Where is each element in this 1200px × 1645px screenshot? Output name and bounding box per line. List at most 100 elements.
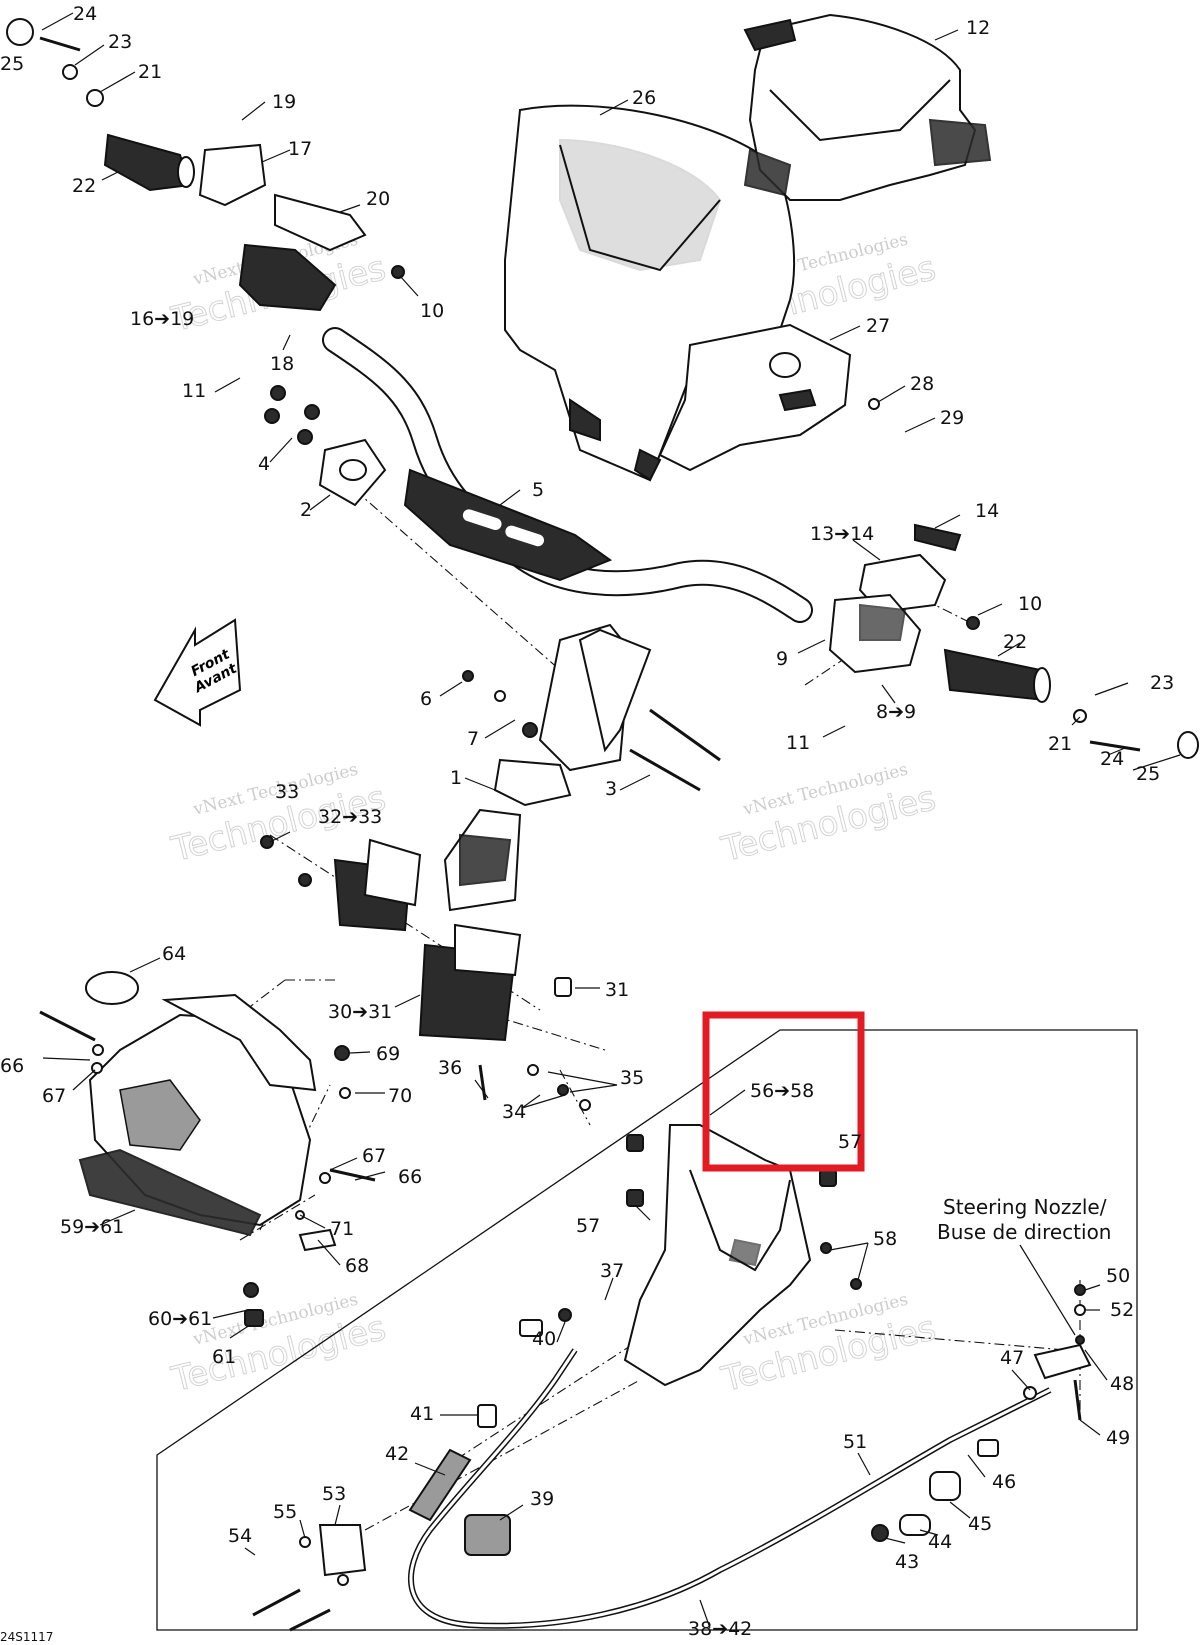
part-callout: 39 [530, 1488, 554, 1510]
part-callout: 5 [532, 479, 544, 501]
part-callout: 34 [502, 1101, 526, 1123]
part-callout: 47 [1000, 1347, 1024, 1369]
part-callout: 54 [228, 1525, 252, 1547]
callout-leaders [41, 12, 1181, 1629]
part-callout: 51 [843, 1431, 867, 1453]
handlebar-pad [403, 468, 613, 582]
part-callout: 13➔14 [810, 523, 874, 545]
part-callout: 68 [345, 1255, 369, 1277]
part-callout: 20 [366, 188, 390, 210]
part-callout: 11 [182, 380, 206, 402]
part-callout: 23 [1150, 672, 1174, 694]
part-callout: 12 [966, 17, 990, 39]
callout-labels: 24252321221917201016➔1918114226122728295… [0, 3, 1174, 1640]
part-callout: 21 [1048, 733, 1072, 755]
part-callout: 35 [620, 1067, 644, 1089]
part-callout: 55 [273, 1501, 297, 1523]
part-callout: 45 [968, 1513, 992, 1535]
part-callout: 21 [138, 61, 162, 83]
part-callout: 29 [940, 407, 964, 429]
part-callout: 59➔61 [60, 1216, 124, 1238]
part-callout: 10 [1018, 593, 1042, 615]
part-callout: 66 [0, 1055, 24, 1077]
part-callout: 33 [275, 781, 299, 803]
part-callout: 70 [388, 1085, 412, 1107]
part-callout: 10 [420, 300, 444, 322]
part-callout: 56➔58 [750, 1080, 814, 1102]
part-callout: 6 [420, 688, 432, 710]
part-callout: 52 [1110, 1299, 1134, 1321]
part-callout: 24 [1100, 748, 1124, 770]
part-callout: 4 [258, 453, 270, 475]
part-callout: 11 [786, 732, 810, 754]
steering-nozzle-title-fr: Buse de direction [937, 1220, 1111, 1244]
part-callout: 16➔19 [130, 308, 194, 330]
part-callout: 67 [362, 1145, 386, 1167]
part-callout: 23 [108, 31, 132, 53]
part-callout: 26 [632, 87, 656, 109]
part-callout: 8➔9 [876, 701, 916, 723]
part-callout: 61 [212, 1346, 236, 1368]
steering-cap [318, 438, 387, 507]
part-callout: 67 [42, 1085, 66, 1107]
part-callout: 17 [288, 138, 312, 160]
part-callout: 28 [910, 373, 934, 395]
part-callout: 9 [776, 648, 788, 670]
part-callout: 40 [532, 1328, 556, 1350]
part-callout: 22 [1003, 631, 1027, 653]
part-callout: 57 [576, 1215, 600, 1237]
part-callout: 36 [438, 1057, 462, 1079]
part-callout: 25 [1136, 763, 1160, 785]
part-callout: 7 [467, 728, 479, 750]
part-callout: 49 [1106, 1427, 1130, 1449]
part-callout: 50 [1106, 1265, 1130, 1287]
display-module [743, 13, 992, 201]
part-callout: 43 [895, 1551, 919, 1573]
cable-group-frame [156, 1029, 1138, 1631]
highlight-box [702, 1011, 865, 1172]
part-callout: 71 [330, 1218, 354, 1240]
left-switch-housing [198, 143, 367, 312]
part-callout: 14 [975, 500, 999, 522]
part-callout: 44 [928, 1531, 952, 1553]
part-callout: 41 [410, 1403, 434, 1425]
steering-column [443, 623, 652, 912]
part-callout: 30➔31 [328, 1001, 392, 1023]
column-support-blocks [333, 838, 522, 1042]
steering-cover [504, 104, 795, 482]
fasteners [6, 18, 1141, 1632]
steering-cable [408, 1348, 1052, 1629]
part-callout: 53 [322, 1483, 346, 1505]
part-callout: 37 [600, 1260, 624, 1282]
front-direction-arrow: Front Avant [153, 618, 242, 727]
part-callout: 32➔33 [318, 806, 382, 828]
part-callout: 64 [162, 943, 186, 965]
part-callout: 58 [873, 1228, 897, 1250]
part-callout: 60➔61 [148, 1308, 212, 1330]
right-grip [943, 648, 1199, 759]
diagram-reference-code: 24S1117 [0, 1630, 53, 1644]
part-callout: 57 [838, 1131, 862, 1153]
part-callout: 38➔42 [688, 1618, 752, 1640]
part-callout: 42 [385, 1443, 409, 1465]
part-callout: 66 [398, 1166, 422, 1188]
left-grip [103, 133, 195, 192]
part-callout: 25 [0, 53, 24, 75]
part-callout: 3 [605, 778, 617, 800]
steering-nozzle-title: Steering Nozzle/ [943, 1195, 1107, 1219]
part-callout: 48 [1110, 1373, 1134, 1395]
part-callout: 2 [300, 499, 312, 521]
part-callout: 19 [272, 91, 296, 113]
part-callout: 24 [73, 3, 97, 25]
housing-plug [85, 971, 139, 1005]
part-callout: 69 [376, 1043, 400, 1065]
steering-housing [78, 993, 317, 1237]
part-callout: 46 [992, 1471, 1016, 1493]
part-callout: 27 [866, 315, 890, 337]
part-callout: 22 [72, 175, 96, 197]
cable-support-bracket [623, 1124, 812, 1387]
part-callout: 18 [270, 353, 294, 375]
part-callout: 31 [605, 979, 629, 1001]
steering-cover-panel [658, 323, 852, 472]
